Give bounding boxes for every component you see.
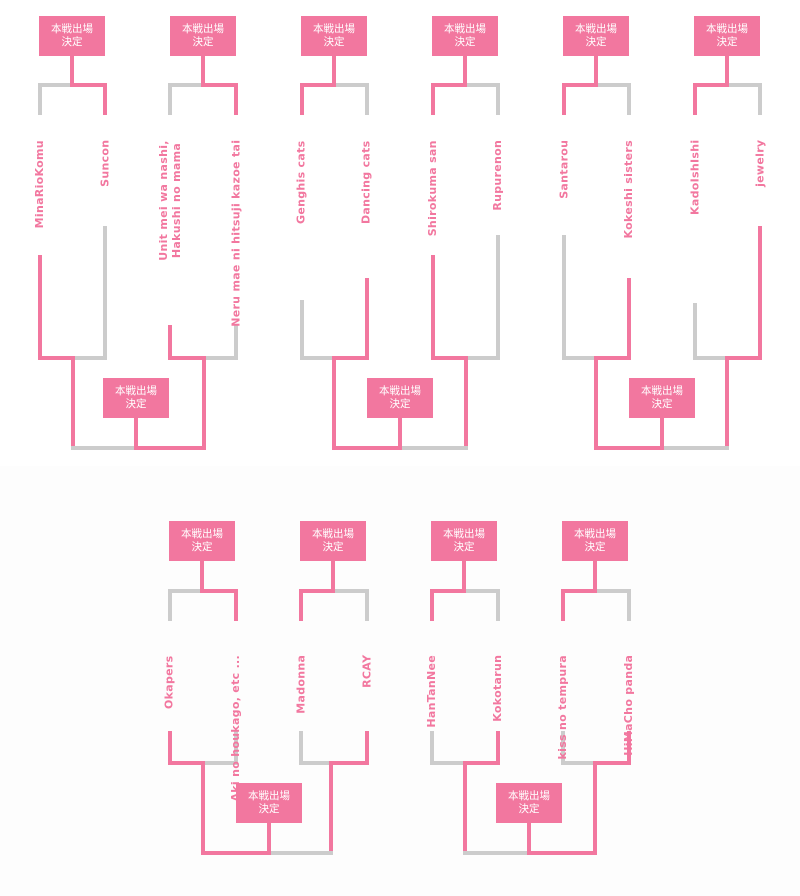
decision-box-final: 本戦出場決定 bbox=[236, 783, 302, 823]
decision-label-line2: 決定 bbox=[61, 36, 83, 48]
bottom-section bbox=[0, 466, 800, 896]
decision-label-line1: 本戦出場 bbox=[312, 528, 354, 540]
decision-box-pair: 本戦出場決定 bbox=[300, 521, 366, 561]
decision-box-pair: 本戦出場決定 bbox=[432, 16, 498, 56]
decision-label-line1: 本戦出場 bbox=[706, 23, 748, 35]
decision-label-line2: 決定 bbox=[192, 36, 214, 48]
decision-label-line1: 本戦出場 bbox=[115, 385, 157, 397]
decision-box-pair: 本戦出場決定 bbox=[170, 16, 236, 56]
decision-label-line2: 決定 bbox=[585, 36, 607, 48]
team-name: Suncon bbox=[97, 139, 111, 187]
decision-label-line2: 決定 bbox=[453, 541, 475, 553]
decision-label-line1: 本戦出場 bbox=[313, 23, 355, 35]
decision-label-line2: 決定 bbox=[651, 398, 673, 410]
decision-label-line1: 本戦出場 bbox=[181, 528, 223, 540]
team-name: Unit mei wa nashi,Hakushi no mama bbox=[156, 140, 182, 261]
decision-label-line2: 決定 bbox=[322, 541, 344, 553]
decision-label-line1: 本戦出場 bbox=[379, 385, 421, 397]
decision-label-line2: 決定 bbox=[125, 398, 147, 410]
team-name: MinaRioKomu bbox=[32, 139, 46, 228]
team-name: HanTanNee bbox=[424, 654, 438, 728]
decision-box-final: 本戦出場決定 bbox=[103, 378, 169, 418]
decision-label-line1: 本戦出場 bbox=[574, 528, 616, 540]
decision-label-line2: 決定 bbox=[454, 36, 476, 48]
decision-label-line2: 決定 bbox=[389, 398, 411, 410]
team-name: Okapers bbox=[162, 655, 176, 709]
team-name: HiMaCho panda bbox=[621, 654, 635, 756]
decision-label-line2: 決定 bbox=[716, 36, 738, 48]
decision-label-line1: 本戦出場 bbox=[444, 23, 486, 35]
decision-label-line1: 本戦出場 bbox=[508, 790, 550, 802]
decision-box-pair: 本戦出場決定 bbox=[301, 16, 367, 56]
team-name: Santarou bbox=[556, 139, 570, 199]
decision-label-line1: 本戦出場 bbox=[182, 23, 224, 35]
team-name: RCAY bbox=[359, 654, 373, 688]
decision-label-line2: 決定 bbox=[518, 803, 540, 815]
team-name: Kokotarun bbox=[490, 654, 504, 722]
decision-label-line1: 本戦出場 bbox=[51, 23, 93, 35]
decision-box-pair: 本戦出場決定 bbox=[39, 16, 105, 56]
team-name: jewelry bbox=[752, 139, 766, 187]
team-name: Kokeshi sisters bbox=[621, 139, 635, 238]
team-name: Neru mae ni hitsuji kazoe tai bbox=[228, 139, 242, 327]
decision-box-pair: 本戦出場決定 bbox=[694, 16, 760, 56]
decision-box-pair: 本戦出場決定 bbox=[562, 521, 628, 561]
decision-label-line1: 本戦出場 bbox=[641, 385, 683, 397]
decision-box-final: 本戦出場決定 bbox=[367, 378, 433, 418]
team-name: KadoIshIshi bbox=[687, 139, 701, 215]
decision-box-pair: 本戦出場決定 bbox=[431, 521, 497, 561]
decision-label-line1: 本戦出場 bbox=[248, 790, 290, 802]
decision-box-final: 本戦出場決定 bbox=[629, 378, 695, 418]
team-name: kiss no tempura bbox=[555, 654, 569, 759]
decision-box-pair: 本戦出場決定 bbox=[169, 521, 235, 561]
decision-label-line2: 決定 bbox=[584, 541, 606, 553]
decision-label-line1: 本戦出場 bbox=[575, 23, 617, 35]
decision-box-pair: 本戦出場決定 bbox=[563, 16, 629, 56]
team-name: Madonna bbox=[293, 654, 307, 714]
team-name: Rupurenon bbox=[490, 139, 504, 211]
decision-label-line2: 決定 bbox=[258, 803, 280, 815]
decision-box-final: 本戦出場決定 bbox=[496, 783, 562, 823]
decision-label-line2: 決定 bbox=[191, 541, 213, 553]
team-name: Aki no houkago, etc ... bbox=[228, 654, 242, 802]
team-name: Dancing cats bbox=[359, 139, 373, 224]
decision-label-line2: 決定 bbox=[323, 36, 345, 48]
decision-label-line1: 本戦出場 bbox=[443, 528, 485, 540]
team-name: Genghis cats bbox=[294, 139, 308, 224]
team-name: Shirokuma san bbox=[425, 139, 439, 236]
